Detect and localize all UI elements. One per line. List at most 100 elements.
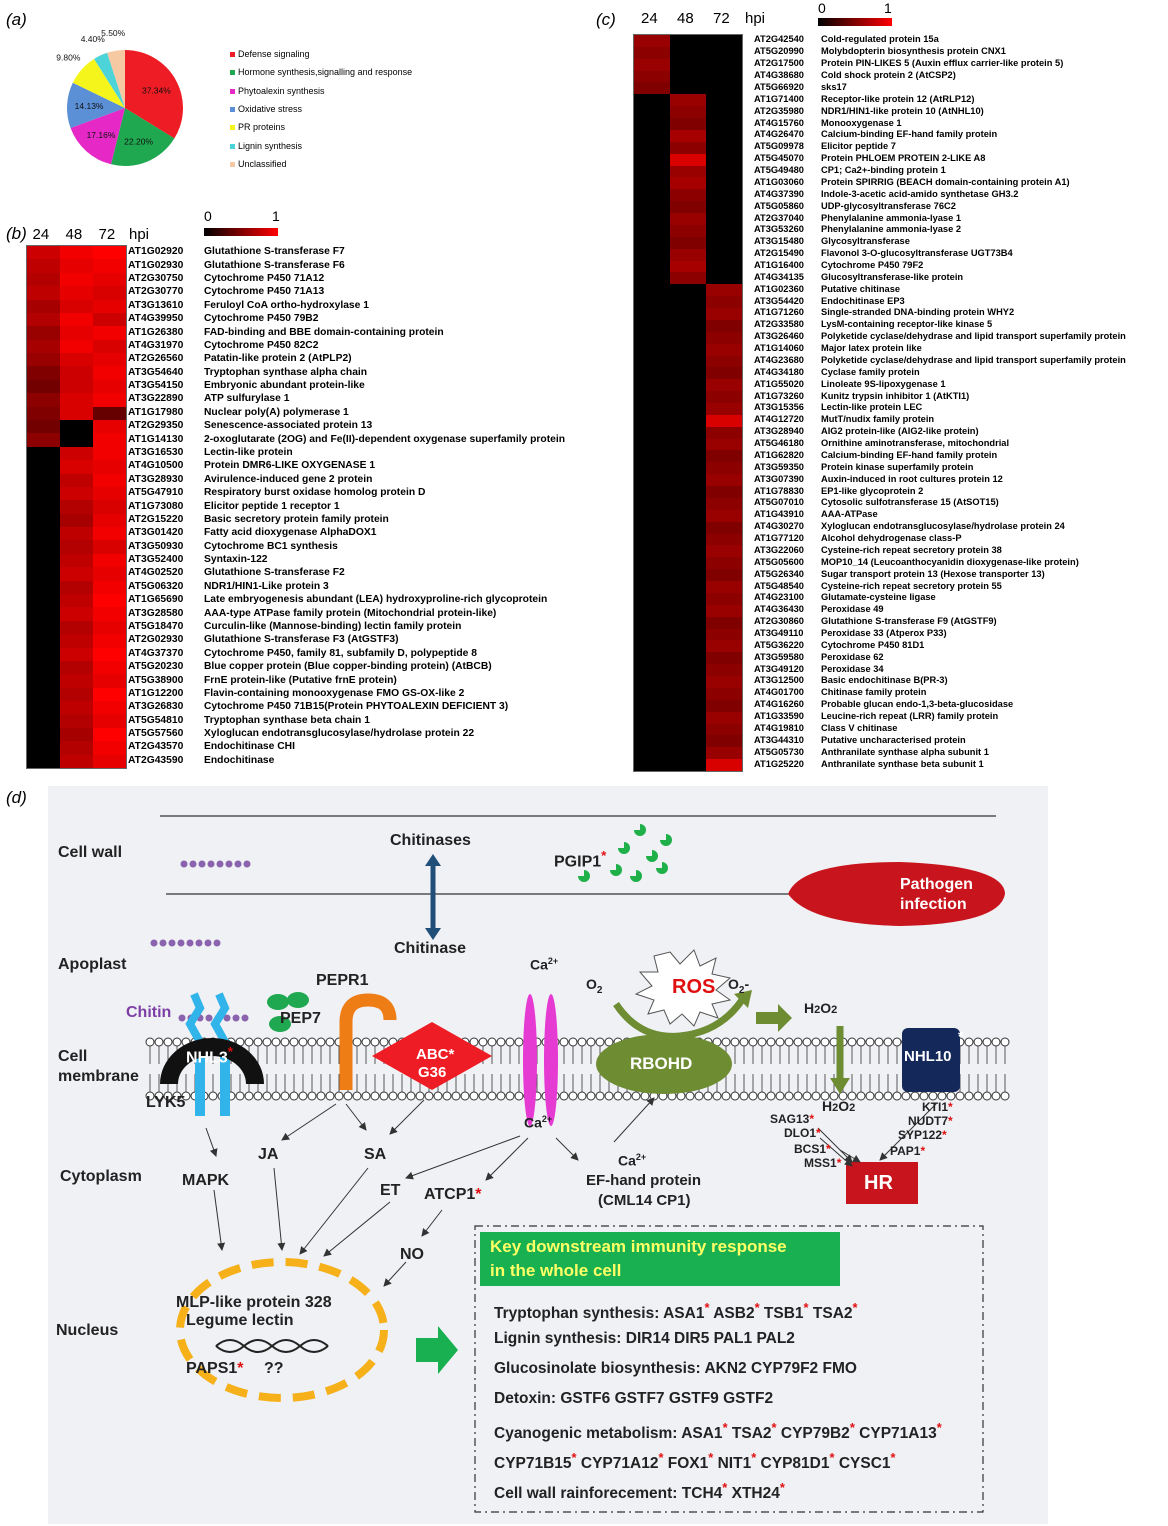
- heatmap-cell: [634, 296, 670, 309]
- key-response-gene: TSA2*: [731, 1420, 777, 1443]
- gene-name: Cytochrome P450 79F2: [821, 259, 924, 270]
- gene-name: Embryonic abundant protein-like: [204, 380, 365, 392]
- lipid-head: [379, 1091, 389, 1101]
- gene-name: Calcium-binding EF-hand family protein: [821, 449, 998, 460]
- heatmap-cell: [93, 594, 126, 608]
- gene-name: Patatin-like protein 2 (AtPLP2): [204, 353, 352, 365]
- gene-name: Protein kinase superfamily protein: [821, 461, 974, 472]
- lipid-head: [595, 1091, 605, 1101]
- heatmap-cell: [706, 35, 742, 48]
- heatmap-cell: [60, 272, 93, 287]
- key-response-gene: GSTF9: [668, 1390, 719, 1407]
- gene-name: Peroxidase 49: [821, 604, 884, 615]
- gene-id: AT3G49120: [754, 663, 804, 674]
- heatmap-cell: [670, 296, 706, 309]
- heatmap-cell: [60, 500, 93, 515]
- gene-name: Glucosyltransferase-like protein: [821, 271, 964, 282]
- gene-name: Cysteine-rich repeat secretory protein 5…: [821, 580, 1002, 591]
- heatmap-cell: [27, 379, 60, 394]
- heatmap-cell: [634, 426, 670, 440]
- label-h2o2-bottom: H2O2: [822, 1098, 856, 1114]
- pie-legend-item: Unclassified: [230, 159, 287, 169]
- heatmap-cell: [634, 236, 670, 250]
- key-response-gene: FMO: [822, 1360, 857, 1377]
- heatmap-cell: [670, 58, 706, 72]
- lipid-head: [514, 1037, 524, 1047]
- gene-name: Flavonol 3-O-glucosyltransferase UGT73B4: [821, 248, 1013, 259]
- gene-id: AT5G06320: [128, 580, 184, 592]
- heatmap-grid: [26, 245, 127, 769]
- heatmap-cell: [27, 513, 60, 528]
- heatmap-cell: [706, 557, 742, 570]
- gene-name: Endochitinase EP3: [821, 295, 905, 306]
- heatmap-cell: [634, 616, 670, 630]
- gene-name: Class V chitinase: [821, 722, 898, 733]
- significance-star: *: [751, 1450, 757, 1465]
- lipid-head: [469, 1091, 479, 1101]
- heatmap-cell: [634, 319, 670, 333]
- heatmap-cell: [634, 759, 670, 772]
- pie-legend-item: Defense signaling: [230, 49, 310, 59]
- heatmap-column-header: 24: [32, 226, 50, 243]
- heatmap-cell: [60, 513, 93, 528]
- significance-star: *: [803, 1300, 809, 1315]
- lipid-head: [901, 1091, 911, 1101]
- gene-id: AT4G23100: [754, 592, 804, 603]
- key-response-line: Cell wall rainforecement: TCH4* XTH24*: [494, 1480, 785, 1503]
- heatmap-cell: [706, 486, 742, 499]
- gene-id: AT5G20230: [128, 661, 184, 673]
- label-mlp: MLP-like protein 328: [176, 1294, 332, 1311]
- significance-star: *: [708, 1450, 714, 1465]
- heatmap-cell: [93, 754, 126, 769]
- gene-id: AT3G54150: [128, 380, 184, 392]
- gene-name: Tryptophan synthase alpha chain: [204, 366, 368, 378]
- gene-id: AT3G53260: [754, 224, 804, 235]
- heatmap-cell: [60, 634, 93, 649]
- heatmap-cell: [634, 355, 670, 368]
- heatmap-cell: [706, 82, 742, 95]
- label-abc-2: G36: [418, 1064, 447, 1081]
- gene-name: Peroxidase 33 (Atperox P33): [821, 627, 947, 638]
- heatmap-cell: [634, 735, 670, 748]
- heatmap-cell: [634, 747, 670, 760]
- label-cell-membrane-1: Cell: [58, 1048, 88, 1065]
- lipid-head: [586, 1037, 596, 1047]
- heatmap-cell: [60, 527, 93, 541]
- heatmap-cell: [706, 94, 742, 107]
- lipid-head: [757, 1037, 767, 1047]
- lipid-head: [235, 1091, 245, 1101]
- heatmap-cell: [706, 747, 742, 760]
- key-response-gene: TSB1*: [763, 1300, 809, 1323]
- pie-legend-swatch: [230, 107, 235, 113]
- gene-id: AT3G28930: [128, 473, 184, 485]
- heatmap-b-color-scale: [204, 228, 278, 236]
- gene-name: Kunitz trypsin inhibitor 1 (AtKTI1): [821, 390, 970, 401]
- heatmap-cell: [634, 569, 670, 582]
- heatmap-cell: [27, 246, 60, 260]
- label-legume-lectin: Legume lectin: [186, 1312, 294, 1329]
- heatmap-cell: [60, 259, 93, 274]
- gene-id: AT2G35980: [754, 105, 804, 116]
- significance-star: *: [890, 1450, 896, 1465]
- heatmap-cell: [634, 129, 670, 143]
- lipid-head: [892, 1091, 902, 1101]
- heatmap-cell: [670, 319, 706, 333]
- heatmap-cell: [60, 540, 93, 555]
- pie-slice: [94, 52, 125, 108]
- lipid-head: [973, 1091, 983, 1101]
- heatmap-cell: [706, 640, 742, 653]
- heatmap-cell: [60, 420, 93, 434]
- lyk5-receptor: [185, 992, 230, 1116]
- lipid-head: [703, 1091, 713, 1101]
- label-ca-top: Ca2+: [530, 956, 559, 973]
- gene-id: AT4G38680: [754, 70, 804, 81]
- pie-slice-label: 9.80%: [56, 52, 81, 62]
